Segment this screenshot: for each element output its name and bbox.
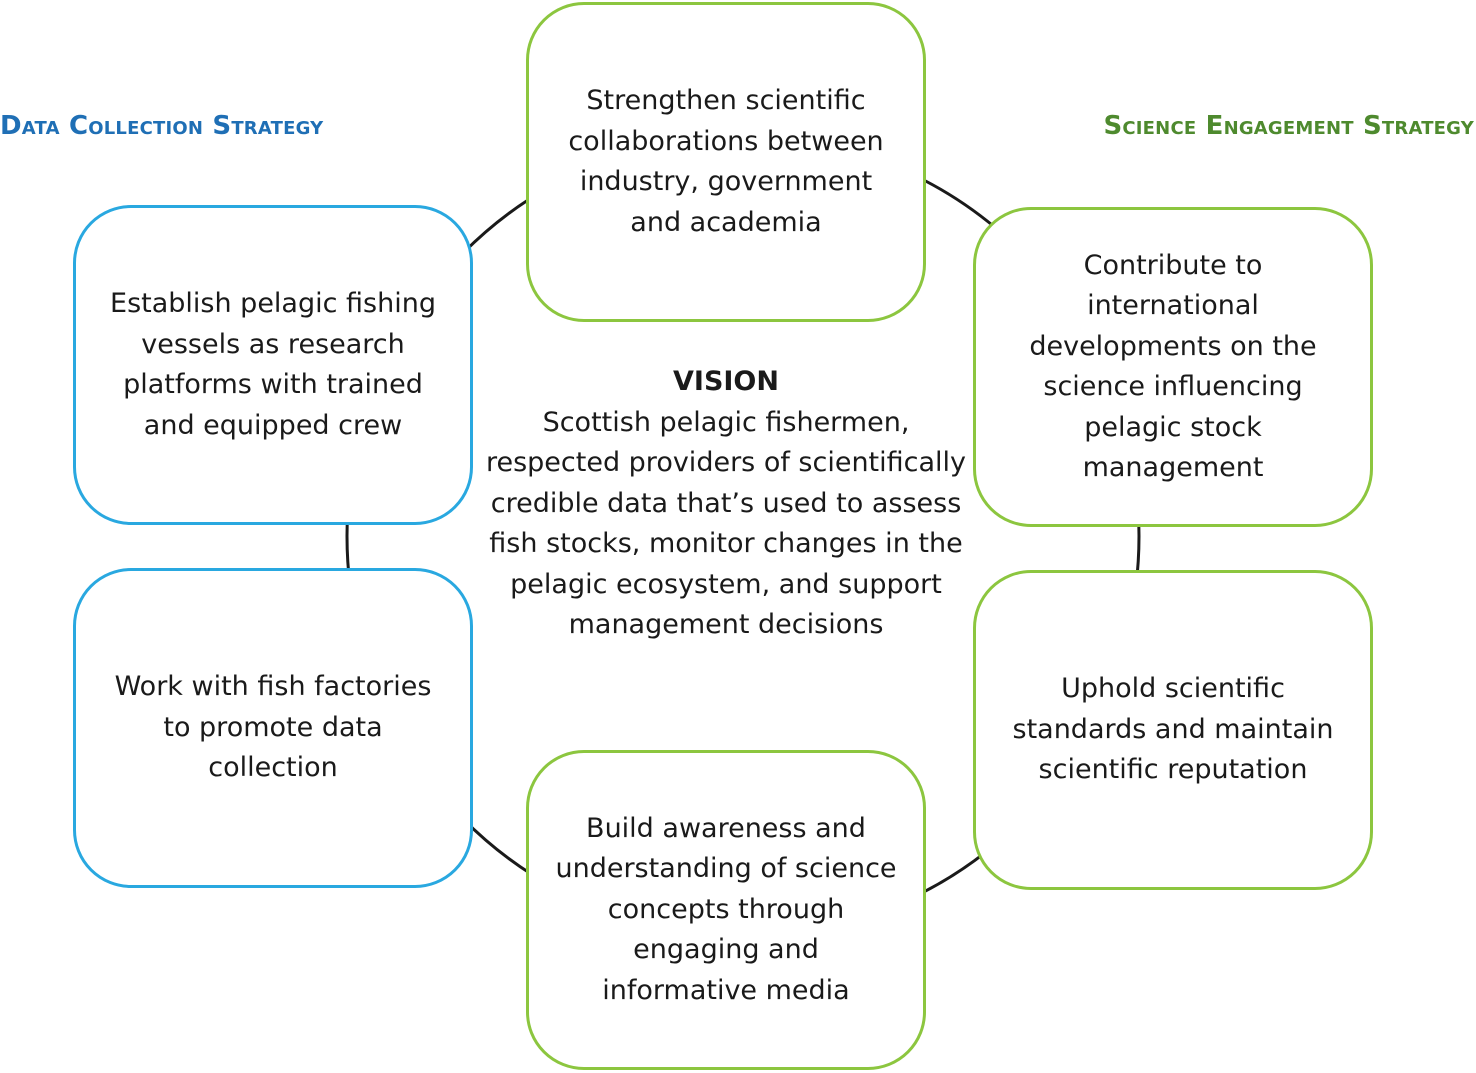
box-strengthen-collaborations-text: Strengthen scientific collaborations bet… xyxy=(568,85,884,238)
box-work-with-fish-factories: Work with fish factories to promote data… xyxy=(73,568,473,888)
box-strengthen-collaborations: Strengthen scientific collaborations bet… xyxy=(526,2,926,322)
box-build-awareness: Build awareness and understanding of sci… xyxy=(526,750,926,1070)
box-uphold-standards-text: Uphold scientific standards and maintain… xyxy=(1012,673,1334,786)
science-engagement-strategy-heading: Science Engagement Strategy xyxy=(1103,111,1474,141)
vision-text: Scottish pelagic fishermen, respected pr… xyxy=(485,406,967,641)
vision-title: VISION xyxy=(673,366,779,397)
box-work-with-fish-factories-text: Work with fish factories to promote data… xyxy=(114,671,432,784)
box-contribute-international-text: Contribute to international developments… xyxy=(1029,249,1317,484)
data-collection-strategy-heading: Data Collection Strategy xyxy=(0,111,324,141)
box-uphold-standards: Uphold scientific standards and maintain… xyxy=(973,570,1373,890)
box-contribute-international: Contribute to international developments… xyxy=(973,207,1373,527)
box-build-awareness-text: Build awareness and understanding of sci… xyxy=(555,812,897,1006)
box-establish-research-platforms: Establish pelagic fishing vessels as res… xyxy=(73,205,473,525)
box-establish-research-platforms-text: Establish pelagic fishing vessels as res… xyxy=(110,288,436,441)
vision-statement: VISION Scottish pelagic fishermen, respe… xyxy=(484,362,968,646)
